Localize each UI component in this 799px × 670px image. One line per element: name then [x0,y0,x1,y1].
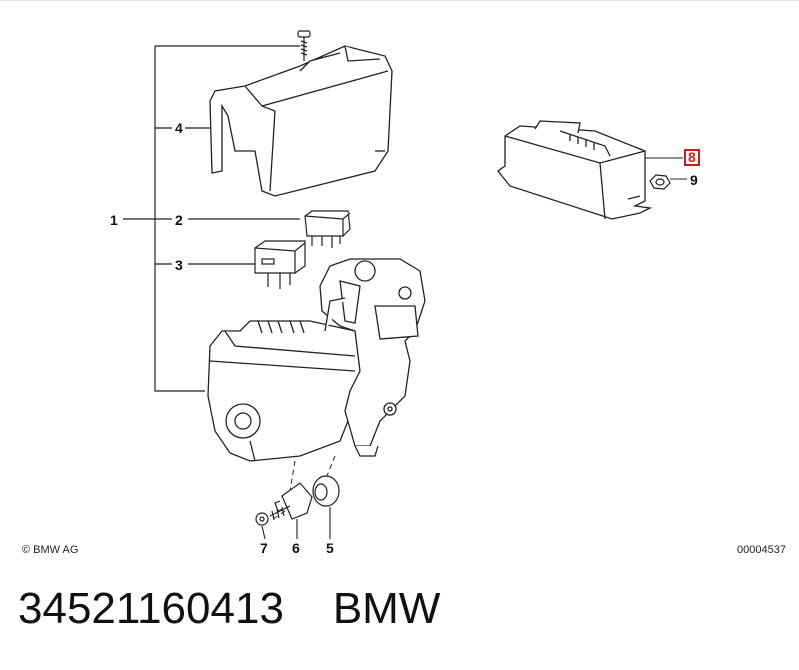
bracket-line-1 [154,46,205,392]
callout-7[interactable]: 7 [260,540,268,556]
brand-name: BMW [332,584,441,633]
callout-8-highlighted[interactable]: 8 [684,149,700,166]
cover-housing [209,45,393,197]
callout-6[interactable]: 6 [292,540,300,556]
image-code: 00004537 [737,544,786,556]
bushing-6 [274,482,313,520]
bolt-7 [255,505,291,526]
hydraulic-unit [207,258,426,462]
diagram-drawing [123,30,687,540]
control-unit-8 [497,120,653,220]
callout-4[interactable]: 4 [175,120,183,136]
rubber-mount-5 [312,475,340,507]
callout-9[interactable]: 9 [690,172,698,188]
callout-2[interactable]: 2 [175,212,183,228]
part-number: 34521160413 [18,584,284,633]
relay-2 [304,210,351,248]
nut-9 [649,174,671,190]
callout-3[interactable]: 3 [175,257,183,273]
part-number-line: 34521160413 BMW [18,584,440,634]
callout-5[interactable]: 5 [326,540,334,556]
cover-screw [297,30,311,61]
copyright-text: © BMW AG [22,544,79,556]
parts-diagram: 1 2 3 4 5 6 7 8 9 © BMW AG 00004537 [0,0,799,556]
relay-3 [254,240,306,289]
callout-1[interactable]: 1 [110,212,118,228]
